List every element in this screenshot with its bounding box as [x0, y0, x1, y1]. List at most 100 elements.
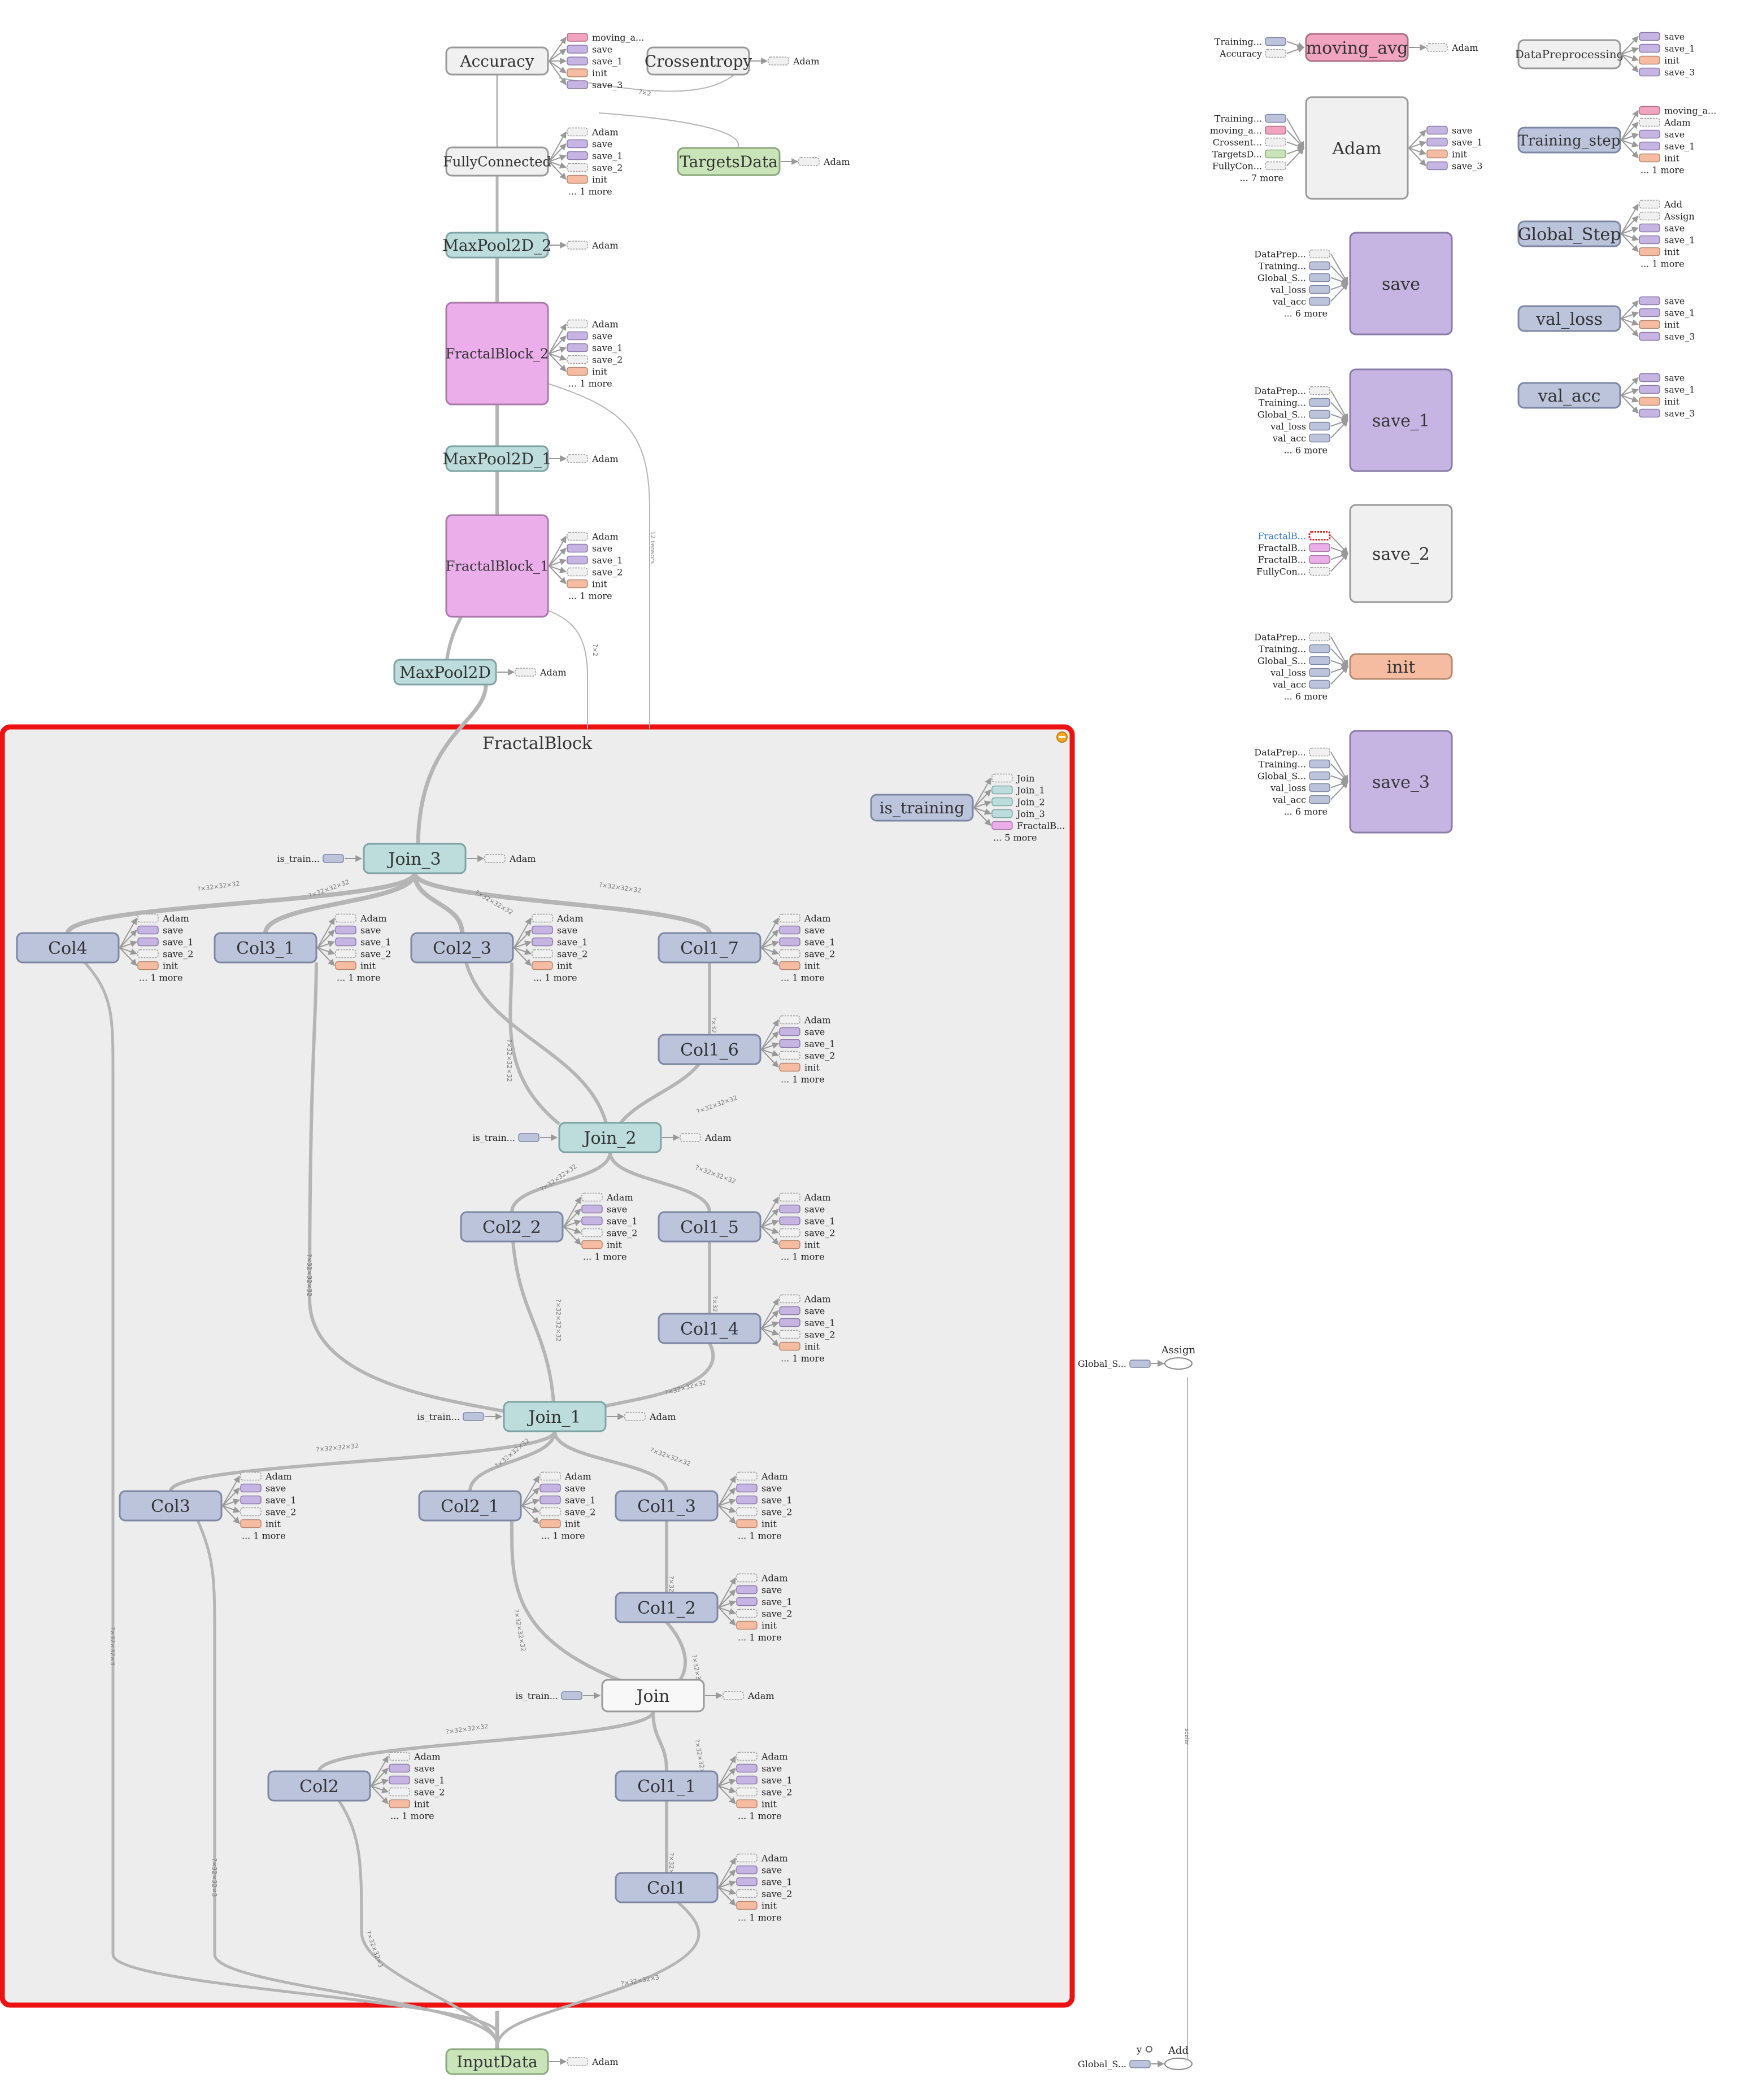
node-col2-1[interactable]	[418, 1490, 522, 1522]
annotation-chip[interactable]	[240, 1507, 262, 1517]
annotation-chip[interactable]	[736, 1865, 758, 1875]
annotation-chip[interactable]	[137, 937, 159, 947]
node-col2-2[interactable]	[460, 1211, 564, 1243]
annotation-chip[interactable]	[532, 913, 553, 923]
annotation-chip[interactable]	[567, 45, 588, 54]
node-init[interactable]	[1349, 653, 1453, 680]
input-chip[interactable]	[1265, 49, 1286, 58]
add-input-chip[interactable]	[1129, 2060, 1151, 2068]
annotation-chip[interactable]	[736, 1507, 758, 1517]
input-chip[interactable]	[1265, 137, 1286, 147]
annotation-chip[interactable]	[1639, 223, 1660, 233]
annotation-chip[interactable]	[567, 56, 588, 66]
annotation-chip[interactable]	[567, 2057, 588, 2066]
annotation-chip[interactable]	[736, 1752, 758, 1761]
input-chip[interactable]	[561, 1691, 582, 1700]
annotation-chip[interactable]	[736, 1573, 758, 1583]
annotation-chip[interactable]	[515, 668, 536, 677]
node-col3[interactable]	[119, 1490, 223, 1522]
annotation-chip[interactable]	[335, 925, 356, 935]
annotation-chip[interactable]	[736, 1901, 758, 1910]
annotation-chip[interactable]	[240, 1471, 262, 1481]
annotation-chip[interactable]	[567, 319, 588, 329]
annotation-chip[interactable]	[567, 127, 588, 137]
annotation-chip[interactable]	[137, 913, 159, 923]
node-col1-1[interactable]	[615, 1770, 719, 1802]
input-chip[interactable]	[1309, 747, 1330, 757]
annotation-chip[interactable]	[779, 1318, 800, 1327]
annotation-chip[interactable]	[539, 1483, 561, 1493]
annotation-chip[interactable]	[779, 1039, 800, 1048]
input-chip[interactable]	[1309, 273, 1330, 282]
input-chip[interactable]	[1309, 285, 1330, 294]
annotation-chip[interactable]	[1639, 296, 1660, 306]
annotation-chip[interactable]	[736, 1609, 758, 1618]
input-chip[interactable]	[1309, 644, 1330, 653]
annotation-chip[interactable]	[779, 1027, 800, 1036]
annotation-chip[interactable]	[137, 949, 159, 958]
annotation-chip[interactable]	[484, 854, 506, 863]
add-op-node[interactable]	[1164, 2058, 1193, 2070]
input-chip[interactable]	[1309, 771, 1330, 781]
node-col1-3[interactable]	[615, 1490, 719, 1522]
annotation-chip[interactable]	[567, 68, 588, 77]
annotation-chip[interactable]	[991, 773, 1013, 783]
node-col1-2[interactable]	[615, 1592, 719, 1623]
node-datapreprocessing[interactable]	[1517, 39, 1621, 69]
annotation-chip[interactable]	[567, 163, 588, 172]
annotation-chip[interactable]	[532, 961, 553, 970]
annotation-chip[interactable]	[335, 913, 356, 923]
input-chip[interactable]	[1265, 114, 1286, 123]
annotation-chip[interactable]	[389, 1775, 410, 1785]
annotation-chip[interactable]	[723, 1691, 744, 1700]
node-moving-avg[interactable]	[1305, 33, 1409, 62]
annotation-chip[interactable]	[1639, 385, 1660, 394]
annotation-chip[interactable]	[567, 151, 588, 160]
input-chip[interactable]	[1309, 249, 1330, 259]
annotation-chip[interactable]	[779, 1204, 800, 1214]
node-maxpool2d-1[interactable]	[445, 445, 549, 472]
annotation-chip[interactable]	[736, 1585, 758, 1594]
node-adam[interactable]	[1305, 96, 1409, 200]
annotation-chip[interactable]	[335, 949, 356, 958]
annotation-chip[interactable]	[137, 961, 159, 970]
annotation-chip[interactable]	[1639, 408, 1660, 418]
node-global-step[interactable]	[1517, 220, 1621, 247]
annotation-chip[interactable]	[567, 355, 588, 364]
input-chip[interactable]	[1308, 531, 1331, 541]
annotation-chip[interactable]	[1639, 373, 1660, 382]
annotation-chip[interactable]	[532, 937, 553, 947]
annotation-chip[interactable]	[1639, 43, 1660, 53]
assign-input-chip[interactable]	[1129, 1360, 1151, 1368]
annotation-chip[interactable]	[567, 343, 588, 352]
annotation-chip[interactable]	[539, 1495, 561, 1505]
annotation-chip[interactable]	[736, 1775, 758, 1785]
annotation-chip[interactable]	[1639, 308, 1660, 317]
node-col1-6[interactable]	[658, 1034, 761, 1065]
annotation-chip[interactable]	[779, 1015, 800, 1025]
annotation-chip[interactable]	[539, 1471, 561, 1481]
input-chip[interactable]	[1309, 795, 1330, 804]
node-inputdata[interactable]	[445, 2048, 549, 2075]
annotation-chip[interactable]	[567, 367, 588, 376]
annotation-chip[interactable]	[1639, 117, 1660, 127]
annotation-chip[interactable]	[736, 1877, 758, 1886]
annotation-chip[interactable]	[991, 821, 1013, 830]
input-chip[interactable]	[1309, 409, 1330, 419]
input-chip[interactable]	[518, 1133, 539, 1142]
annotation-chip[interactable]	[779, 913, 800, 923]
annotation-chip[interactable]	[567, 33, 588, 42]
annotation-chip[interactable]	[581, 1192, 603, 1202]
annotation-chip[interactable]	[736, 1799, 758, 1809]
annotation-chip[interactable]	[137, 925, 159, 935]
input-chip[interactable]	[1309, 297, 1330, 306]
annotation-chip[interactable]	[532, 925, 553, 935]
annotation-chip[interactable]	[335, 937, 356, 947]
annotation-chip[interactable]	[1639, 129, 1660, 139]
node-crossentropy[interactable]	[646, 46, 750, 76]
annotation-chip[interactable]	[240, 1519, 262, 1528]
annotation-chip[interactable]	[779, 937, 800, 947]
annotation-chip[interactable]	[1639, 397, 1660, 406]
annotation-chip[interactable]	[1639, 247, 1660, 256]
